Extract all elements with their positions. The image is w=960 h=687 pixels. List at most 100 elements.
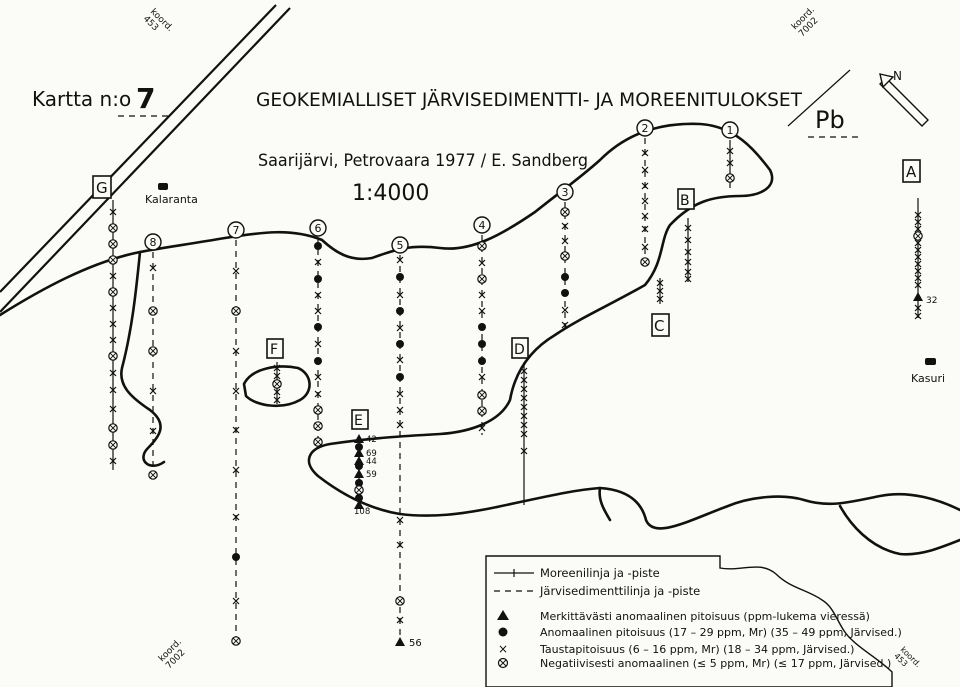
background-point xyxy=(109,457,117,465)
background-point xyxy=(314,258,322,266)
significant-anomaly-point xyxy=(354,448,364,457)
dot-icon xyxy=(498,627,508,637)
background-point xyxy=(520,385,528,393)
line-number-text: 3 xyxy=(562,186,569,199)
background-point xyxy=(914,246,922,254)
negative-anomaly-point xyxy=(148,306,158,316)
background-point xyxy=(478,307,486,315)
triangle-icon xyxy=(497,610,509,620)
line-number-4: 4 xyxy=(473,216,491,234)
line-number-text: 2 xyxy=(642,122,649,135)
significant-anomaly-point xyxy=(395,637,405,646)
line-number-5: 5 xyxy=(391,236,409,254)
background-point xyxy=(396,541,404,549)
negative-anomaly-point xyxy=(477,406,487,416)
background-point xyxy=(684,236,692,244)
background-point xyxy=(561,237,569,245)
legend: Moreenilinja ja -piste Järvisedimenttili… xyxy=(485,555,902,687)
island-f xyxy=(242,365,311,408)
negative-anomaly-point xyxy=(108,255,118,265)
background-point xyxy=(520,412,528,420)
background-point xyxy=(641,166,649,174)
place-kasuri-label: Kasuri xyxy=(911,372,945,385)
background-point xyxy=(684,275,692,283)
anomalous-point xyxy=(355,443,363,451)
anomalous-point xyxy=(561,289,569,297)
line-number-text: 5 xyxy=(397,239,404,252)
background-point xyxy=(478,373,486,381)
background-point xyxy=(726,147,734,155)
background-point xyxy=(396,616,404,624)
background-point xyxy=(109,208,117,216)
anomalous-point xyxy=(314,275,322,283)
background-point xyxy=(396,406,404,414)
anomalous-point xyxy=(355,462,363,470)
background-point xyxy=(561,321,569,329)
background-point xyxy=(914,304,922,312)
anomaly-value-label: 108 xyxy=(354,507,370,517)
background-point xyxy=(232,387,240,395)
background-point xyxy=(914,274,922,282)
background-point xyxy=(914,267,922,275)
background-point xyxy=(314,373,322,381)
box-label-f-text: F xyxy=(270,342,278,358)
north-label: N xyxy=(893,69,902,83)
anomalous-point xyxy=(396,307,404,315)
anomalous-point xyxy=(314,323,322,331)
negative-anomaly-point xyxy=(148,470,158,480)
negative-anomaly-point xyxy=(560,207,570,217)
negative-anomaly-point xyxy=(477,390,487,400)
legend-significant: Merkittävästi anomaalinen pitoisuus (ppm… xyxy=(497,610,870,623)
background-point xyxy=(109,272,117,280)
negative-anomaly-point xyxy=(725,173,735,183)
anomaly-value-line-a: 32 xyxy=(926,296,937,306)
significant-anomaly-point xyxy=(354,456,364,465)
house-icon xyxy=(925,358,936,365)
legend-moraine-label: Moreenilinja ja -piste xyxy=(540,566,660,580)
background-point xyxy=(232,597,240,605)
cross-icon: × xyxy=(498,642,508,656)
negative-anomaly-point xyxy=(108,239,118,249)
coord-top-left: koord. 453 xyxy=(141,7,175,34)
background-point xyxy=(149,264,157,272)
background-point xyxy=(273,396,281,404)
negative-anomaly-point xyxy=(313,405,323,415)
background-point xyxy=(561,222,569,230)
circled-cross-icon xyxy=(497,657,509,669)
background-point xyxy=(109,320,117,328)
background-point xyxy=(109,405,117,413)
negative-anomaly-point xyxy=(640,257,650,267)
line-number-3: 3 xyxy=(556,183,574,201)
line-number-8: 8 xyxy=(144,233,162,251)
box-label-e-text: E xyxy=(354,413,363,429)
background-point xyxy=(478,259,486,267)
box-label-a-text: A xyxy=(906,163,917,181)
background-point xyxy=(396,291,404,299)
background-point xyxy=(684,268,692,276)
line-number-7: 7 xyxy=(227,221,245,239)
box-label-g: G xyxy=(92,175,112,199)
box-label-b-text: B xyxy=(680,193,690,209)
background-point xyxy=(396,356,404,364)
box-label-e: E xyxy=(351,409,369,430)
background-point xyxy=(914,218,922,226)
place-kalaranta: Kalaranta xyxy=(145,183,198,206)
box-label-c: C xyxy=(651,313,670,337)
box-label-a: A xyxy=(902,159,921,183)
background-point xyxy=(520,367,528,375)
background-point xyxy=(273,388,281,396)
background-point xyxy=(396,421,404,429)
negative-anomaly-point xyxy=(231,306,241,316)
legend-background: × Taustapitoisuus (6 – 16 ppm, Mr) (18 –… xyxy=(498,642,854,656)
background-point xyxy=(914,312,922,320)
background-point xyxy=(314,390,322,398)
anomalous-point xyxy=(478,357,486,365)
background-point xyxy=(109,304,117,312)
negative-anomaly-point xyxy=(560,251,570,261)
negative-anomaly-point xyxy=(108,440,118,450)
anomaly-value-label: 69 xyxy=(366,449,377,459)
significant-anomaly-point xyxy=(354,469,364,478)
line-number-1: 1 xyxy=(721,121,739,139)
place-kasuri: Kasuri xyxy=(911,358,945,385)
